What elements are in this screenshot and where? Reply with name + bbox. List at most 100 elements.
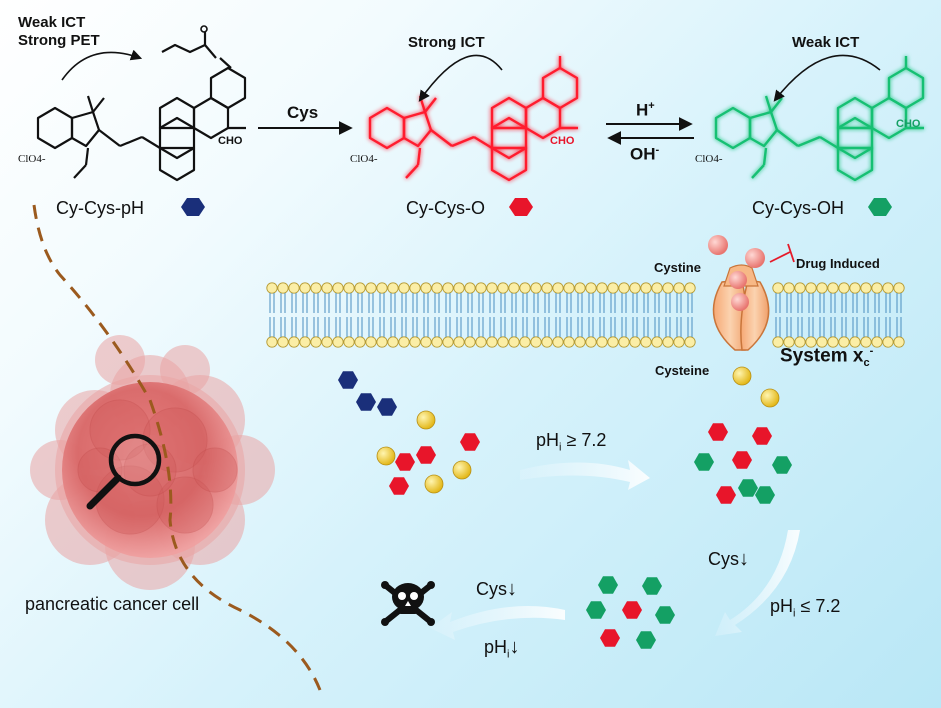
- lipid-head: [849, 282, 861, 294]
- final-cys-arrow: ↓: [507, 578, 517, 600]
- lipid-head: [519, 282, 531, 294]
- cys-down-label: Cys↓: [708, 548, 749, 571]
- hex-blue: [338, 371, 358, 389]
- lipid-tail: [588, 293, 594, 337]
- lipid-head: [871, 336, 883, 348]
- lipid-head: [640, 336, 652, 348]
- lipid-head: [310, 282, 322, 294]
- lipid-head: [431, 336, 443, 348]
- lipid-head: [827, 336, 839, 348]
- ball-yellow: [416, 410, 436, 430]
- cluster-low-ph: [586, 576, 675, 649]
- aldehyde-label-3: CHO: [896, 118, 921, 130]
- lipid-tail: [478, 293, 484, 337]
- lipid-tail: [291, 293, 297, 337]
- lipid-head: [860, 336, 872, 348]
- hex-legend-red: [509, 198, 533, 216]
- lipid-head: [277, 336, 289, 348]
- ph-high-sub: i: [559, 441, 562, 454]
- lipid-head: [321, 336, 333, 348]
- drug-induced-label: Drug Induced: [796, 256, 880, 271]
- hex-red: [708, 423, 728, 441]
- lipid-tail: [489, 293, 495, 337]
- lipid-head: [827, 282, 839, 294]
- cystine-ball-left: [708, 235, 728, 255]
- final-cys-label: Cys↓: [476, 578, 517, 601]
- lipid-head: [497, 282, 509, 294]
- lipid-head: [475, 282, 487, 294]
- tag-strong-pet: Strong PET: [18, 32, 100, 49]
- ph-high-main: pH: [536, 430, 560, 450]
- lipid-tail: [379, 293, 385, 337]
- lipid-head: [365, 282, 377, 294]
- lipid-head: [277, 282, 289, 294]
- system-label-sup: -: [869, 345, 874, 357]
- tag-weak-ict-green: Weak ICT: [792, 34, 860, 51]
- hex-legend-blue: [181, 198, 205, 216]
- lipid-head: [563, 282, 575, 294]
- lipid-tail: [324, 293, 330, 337]
- final-ph-sub: i: [507, 648, 510, 661]
- cystine-label: Cystine: [654, 260, 701, 275]
- cys-down-text: Cys: [708, 549, 739, 569]
- cluster-high-ph: [694, 423, 792, 504]
- lipid-head: [299, 282, 311, 294]
- cell-label: pancreatic cancer cell: [25, 594, 200, 614]
- hex-green: [694, 453, 714, 471]
- reaction-forward-label: H+: [636, 100, 655, 121]
- flow-arrow-final: [430, 606, 565, 640]
- lipid-head: [442, 336, 454, 348]
- hex-red: [732, 451, 752, 469]
- lipid-head: [387, 282, 399, 294]
- lipid-head: [464, 282, 476, 294]
- hex-legend-green: [868, 198, 892, 216]
- lipid-tail: [654, 293, 660, 337]
- lipid-head: [794, 282, 806, 294]
- lipid-tail: [313, 293, 319, 337]
- lipid-tail: [874, 293, 880, 337]
- lipid-head: [420, 282, 432, 294]
- lipid-head: [530, 282, 542, 294]
- molecule-cy-cys-oh: [714, 56, 925, 182]
- lipid-head: [618, 336, 630, 348]
- molecule-cy-cys-ph: [36, 32, 247, 182]
- lipid-head: [530, 336, 542, 348]
- ball-yellow: [376, 446, 396, 466]
- cell-lobe: [95, 335, 145, 385]
- hex-blue: [356, 393, 376, 411]
- lipid-head: [585, 282, 597, 294]
- hex-green: [772, 456, 792, 474]
- lipid-tail: [368, 293, 374, 337]
- lipid-head: [288, 336, 300, 348]
- cystine-ball-channel: [731, 293, 749, 311]
- lipid-head: [332, 336, 344, 348]
- lipid-head: [508, 282, 520, 294]
- cell-lobe: [160, 345, 210, 395]
- aldehyde-label-1: CHO: [218, 135, 243, 147]
- lipid-tail: [577, 293, 583, 337]
- cell-nucleus: [89, 399, 151, 461]
- lipid-tail: [896, 293, 902, 337]
- lipid-head: [409, 282, 421, 294]
- ict-curved-arrow-red: [418, 54, 503, 102]
- lipid-tail: [412, 293, 418, 337]
- lipid-head: [585, 336, 597, 348]
- hex-green: [642, 577, 662, 595]
- lipid-head: [772, 336, 784, 348]
- ict-curved-arrow-green: [773, 54, 881, 102]
- hex-red: [460, 433, 480, 451]
- lipid-head: [596, 282, 608, 294]
- lipid-head: [541, 336, 553, 348]
- lipid-tail: [797, 293, 803, 337]
- lipid-head: [607, 282, 619, 294]
- lipid-tail: [599, 293, 605, 337]
- lipid-head: [772, 282, 784, 294]
- molecule-name-3: Cy-Cys-OH: [752, 198, 844, 218]
- lipid-tail: [808, 293, 814, 337]
- lipid-head: [838, 282, 850, 294]
- lipid-tail: [434, 293, 440, 337]
- lipid-head: [365, 336, 377, 348]
- lipid-tail: [610, 293, 616, 337]
- ph-low-sub: i: [793, 607, 796, 620]
- pet-curved-arrow: [61, 49, 143, 81]
